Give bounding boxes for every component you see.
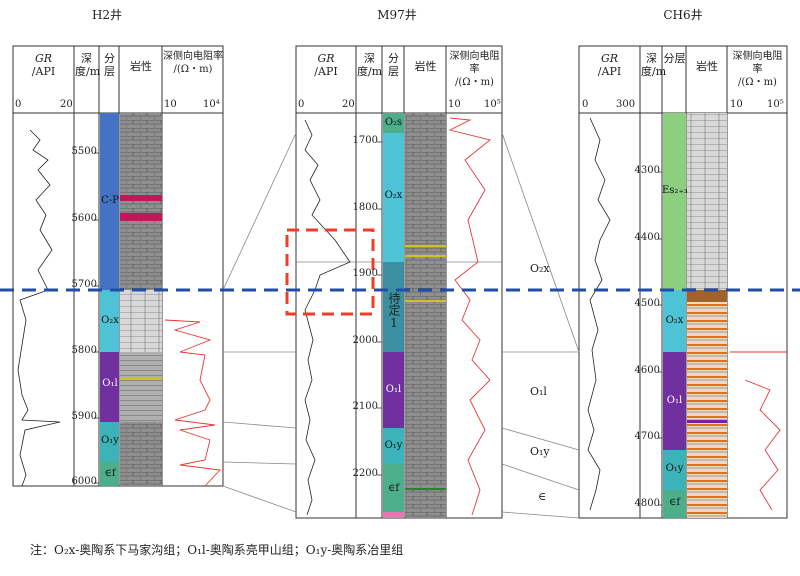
- resistivity-curves: [164, 117, 787, 516]
- correlation-label: O₁l: [530, 385, 547, 398]
- correlation-label: O₁y: [530, 445, 550, 458]
- highlight-box: [285, 228, 375, 316]
- res-min-m97: 10: [448, 99, 461, 110]
- depth-tick: 2100: [352, 401, 378, 412]
- gr-max-h2: 20: [60, 99, 73, 110]
- gr-min-m97: 0: [298, 99, 305, 110]
- depth-tick: 6000: [71, 476, 97, 487]
- layer-header-h2: 分层: [104, 52, 115, 78]
- zone-label: O₁y: [665, 463, 684, 474]
- depth-tick: 1700: [352, 135, 378, 146]
- zone-label: O₁y: [384, 440, 403, 451]
- depth-tick: 5600: [71, 213, 97, 224]
- zone-label: O₂x: [384, 190, 403, 201]
- zone-label: Es₂₊₃: [662, 185, 688, 196]
- layer-header-ch6: 分层: [663, 52, 686, 65]
- depth-tick: 5700: [71, 279, 97, 290]
- zone-label: O₁l: [385, 384, 402, 395]
- correlation-label: O₂x: [530, 262, 550, 275]
- depth-tick: 5800: [71, 345, 97, 356]
- depth-tick: 4700: [634, 431, 660, 442]
- depth-tick: 4600: [634, 365, 660, 376]
- lith-header-h2: 岩性: [130, 60, 152, 73]
- depth-tick: 5500: [71, 146, 97, 157]
- gr-curves: [17, 117, 611, 516]
- gr-header-m97: GR /API: [314, 52, 338, 78]
- depth-tick: 4400: [634, 232, 660, 243]
- layer-header-m97: 分层: [388, 52, 399, 78]
- gr-header-h2: GR /API: [31, 52, 56, 78]
- zone-label: O₁l: [666, 395, 683, 406]
- depth-tick: 2200: [352, 468, 378, 479]
- res-max-m97: 10⁵: [484, 99, 501, 110]
- zone-label: ∈f: [104, 468, 116, 479]
- well-panel-m97: [295, 45, 503, 519]
- res-min-h2: 10: [164, 99, 177, 110]
- zone-label: O₂x: [665, 315, 684, 326]
- zone-label: O₂x: [101, 315, 119, 326]
- depth-tick: 1800: [352, 202, 378, 213]
- res-max-h2: 10⁴: [203, 99, 220, 110]
- gr-min-ch6: 0: [582, 99, 589, 110]
- gr-max-ch6: 300: [616, 99, 636, 110]
- zone-label: O₁l: [102, 378, 118, 389]
- depth-tick: 2000: [352, 335, 378, 346]
- depth-header-m97: 深度/m: [357, 52, 383, 78]
- res-max-ch6: 10⁵: [767, 99, 784, 110]
- depth-tick: 4300: [634, 165, 660, 176]
- depth-tick: 4800: [634, 498, 660, 509]
- res-header-ch6: 深侧向电阻率 /(Ω・m): [732, 51, 783, 88]
- well-title-m97: M97井: [377, 8, 417, 22]
- zone-label: ∈f: [387, 483, 400, 494]
- res-header-m97: 深侧向电阻率 /(Ω・m): [449, 51, 500, 88]
- gr-header-ch6: GR /API: [597, 52, 622, 78]
- well-panel-h2: [12, 45, 224, 487]
- depth-tick: 4500: [634, 298, 660, 309]
- depth-header-ch6: 深度/m: [641, 52, 667, 78]
- res-header-h2: 深侧向电阻率 /(Ω・m): [163, 51, 223, 75]
- well-title-ch6: CH6井: [663, 8, 703, 22]
- well-panel-ch6: [578, 45, 788, 519]
- zone-label: C-P: [101, 195, 119, 206]
- lith-header-ch6: 岩性: [696, 60, 718, 73]
- res-min-ch6: 10: [730, 99, 743, 110]
- depth-header-h2: 深度/m: [75, 52, 101, 78]
- zone-label: ∈f: [668, 497, 681, 508]
- zone-label: O₁y: [101, 435, 119, 446]
- lith-header-m97: 岩性: [414, 60, 437, 73]
- zone-label: 待定1: [387, 292, 401, 330]
- correlation-lines: [222, 132, 580, 519]
- well-title-h2: H2井: [91, 8, 123, 22]
- depth-tick: 5900: [71, 411, 97, 422]
- gr-max-m97: 20: [342, 99, 355, 110]
- depth-tick: 1900: [352, 268, 378, 279]
- zone-label: O₂s: [384, 117, 403, 128]
- gr-min-h2: 0: [15, 99, 22, 110]
- footnote: 注：O₂x-奥陶系下马家沟组；O₁l-奥陶系亮甲山组；O₁y-奥陶系冶里组: [30, 543, 404, 557]
- correlation-label: ∈: [538, 490, 547, 503]
